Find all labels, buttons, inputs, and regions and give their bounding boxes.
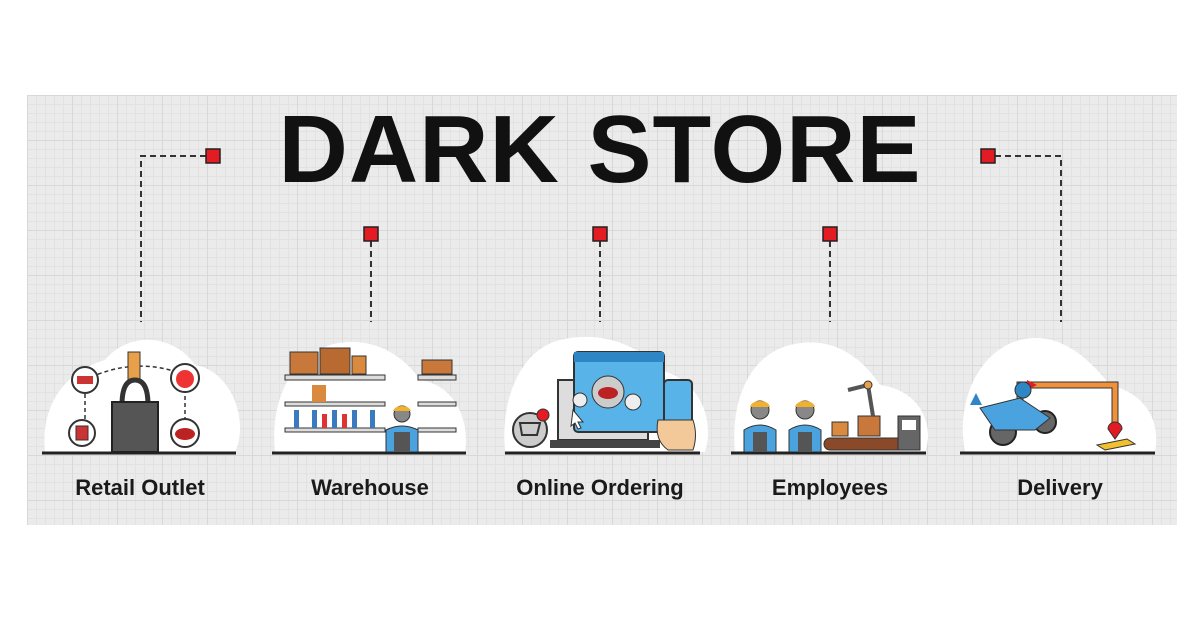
marker-warehouse: [363, 226, 379, 242]
page-title: DARK STORE: [278, 96, 922, 203]
stage-label-retail-outlet: Retail Outlet: [75, 475, 205, 500]
workers-conveyor-icon: [743, 380, 921, 452]
marker-employees: [822, 226, 838, 242]
stage-label-employees: Employees: [771, 475, 889, 500]
shopping-bag-icon: [68, 351, 200, 452]
warehouse-shelves-icon: [284, 347, 457, 452]
stage-label-delivery: Delivery: [1017, 475, 1103, 500]
marker-online: [592, 226, 608, 242]
connector-retail: [140, 155, 206, 322]
stage-label-warehouse: Warehouse: [311, 475, 429, 500]
marker-retail: [205, 148, 221, 164]
laptop-phone-order-icon: [512, 351, 696, 451]
delivery-scooter-icon: [970, 380, 1137, 451]
stage-label-online-ordering: Online Ordering: [516, 475, 684, 500]
connector-delivery: [995, 155, 1062, 322]
marker-delivery: [980, 148, 996, 164]
